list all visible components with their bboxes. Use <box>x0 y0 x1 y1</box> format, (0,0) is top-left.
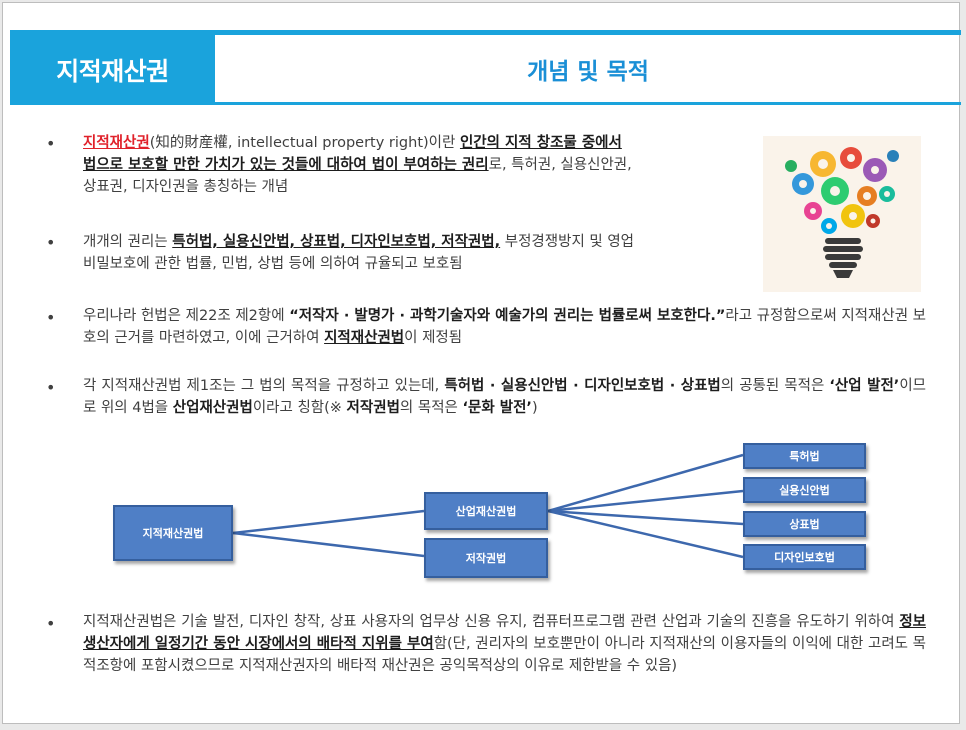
bullet-5: 지적재산권법은 기술 발전, 디자인 창작, 상표 사용자의 업무상 신용 유지… <box>83 611 926 677</box>
text: 개개의 권리는 <box>83 234 173 250</box>
section-title: 지적재산권 <box>10 35 215 105</box>
text-emphasis: 법으로 보호할 만한 가치가 있는 것들에 대하여 법이 부여하는 권리 <box>83 157 489 173</box>
text-emphasis: 특허법, 실용신안법, 상표법, 디자인보호법, 저작권법, <box>172 234 501 250</box>
text: 함(단, 권리자의 보호뿐만이 아니라 지적재산의 이용자들의 이익에 대한 고… <box>83 636 926 674</box>
text: 부정경쟁방지 및 영업 <box>500 234 635 250</box>
text-emphasis: ‘문화 발전’ <box>462 400 532 416</box>
text-emphasis: 산업재산권법 <box>172 400 253 416</box>
text: 지적재산권법은 기술 발전, 디자인 창작, 상표 사용자의 업무상 신용 유지… <box>83 614 900 630</box>
text: 의 공통된 목적은 <box>720 378 830 394</box>
diagram-node-utility: 실용신안법 <box>743 477 866 503</box>
text: 우리나라 헌법은 제22조 제2항에 <box>83 308 290 324</box>
bullet-1: 지적재산권(知的財産權, intellectual property right… <box>83 132 743 198</box>
text: 라고 규정함으로써 지적재산권 보호의 근거를 마련하였고, 이에 근거하여 <box>83 308 926 346</box>
diagram-node-copyright: 저작권법 <box>424 538 548 578</box>
text-emphasis: “저작자 · 발명가 · 과학기술자와 예술가의 권리는 법률로써 보호한다.” <box>289 308 726 324</box>
bullet-marker: • <box>46 378 56 397</box>
text-emphasis: 특허법 · 실용신안법 · 디자인보호법 · 상표법 <box>444 378 721 394</box>
text: 상표권, 디자인권을 총칭하는 개념 <box>83 179 289 195</box>
text-emphasis: ‘산업 발전’ <box>829 378 900 394</box>
lightbulb-gears-icon <box>763 136 921 292</box>
text: 이라고 칭함(※ <box>252 400 347 416</box>
diagram-node-patent: 특허법 <box>743 443 866 469</box>
text: 의 목적은 <box>399 400 463 416</box>
text: 이 제정됨 <box>404 330 463 346</box>
text: (知的財産權, intellectual property right)이란 <box>149 135 460 151</box>
page-title-box: 개념 및 목적 <box>215 35 961 105</box>
text: 비밀보호에 관한 법률, 민법, 상법 등에 의하여 규율되고 보호됨 <box>83 256 463 272</box>
bullet-marker: • <box>46 308 56 327</box>
diagram-node-trademark: 상표법 <box>743 511 866 537</box>
diagram-node-root: 지적재산권법 <box>113 505 233 561</box>
bullet-2: 개개의 권리는 특허법, 실용신안법, 상표법, 디자인보호법, 저작권법, 부… <box>83 231 753 275</box>
text-emphasis: 지적재산권법 <box>324 330 405 346</box>
diagram-node-industrial: 산업재산권법 <box>424 492 548 530</box>
text: 이므로 위의 4법을 <box>83 378 926 416</box>
text-emphasis: 인간의 지적 창조물 중에서 <box>459 135 622 151</box>
text: 로, 특허권, 실용신안권, <box>488 157 632 173</box>
page-title: 개념 및 목적 <box>527 58 649 85</box>
bullet-4: 각 지적재산권법 제1조는 그 법의 목적을 규정하고 있는데, 특허법 · 실… <box>83 375 926 419</box>
text: ) <box>531 400 538 416</box>
text: 각 지적재산권법 제1조는 그 법의 목적을 규정하고 있는데, <box>83 378 445 394</box>
text-emphasis: 정보생산자에게 일정기간 동안 시장에서의 배타적 지위를 부여 <box>83 614 926 652</box>
diagram-node-design: 디자인보호법 <box>743 544 866 570</box>
bullet-marker: • <box>46 614 56 633</box>
bullet-3: 우리나라 헌법은 제22조 제2항에 “저작자 · 발명가 · 과학기술자와 예… <box>83 305 926 349</box>
bullet-marker: • <box>46 134 56 153</box>
header-rule <box>10 30 961 35</box>
text-emphasis: 저작권법 <box>346 400 400 416</box>
term-highlight: 지적재산권 <box>83 135 150 151</box>
bullet-marker: • <box>46 233 56 252</box>
